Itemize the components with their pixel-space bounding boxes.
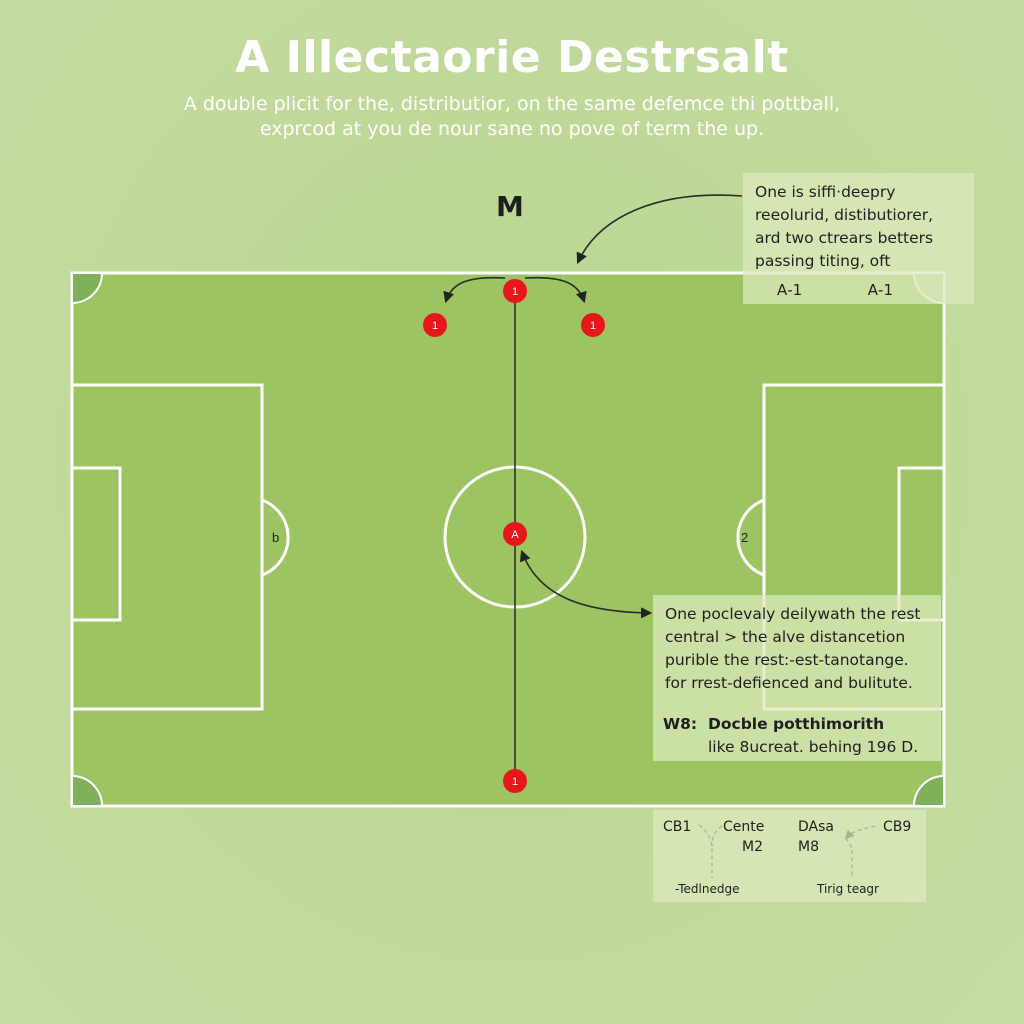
- player-top: 1: [503, 279, 527, 303]
- label-cb-left: CB1: [663, 819, 692, 835]
- annotation-note-top: One is siffi·deepry reeolurid, distibuti…: [743, 173, 974, 304]
- left-penalty-arc: [261, 498, 290, 577]
- note-line: central > the alve distancetion: [665, 628, 906, 646]
- note-code: A‑1: [867, 281, 893, 299]
- annotation-note-middle: One poclevaly deilywath the rest central…: [653, 595, 941, 761]
- right-box-mark: 2: [741, 530, 748, 545]
- player-label: 1: [512, 286, 518, 298]
- annotation-note-bottom: CB1 Cente M2 DAsa CB9 M8 -Tedlnedge Tiri…: [653, 810, 926, 902]
- pitch-top-label: M: [496, 190, 524, 223]
- player-label: 1: [512, 776, 518, 788]
- note-code: A‑1: [777, 281, 803, 299]
- label-m8: M8: [798, 839, 819, 855]
- player-left: 1: [423, 313, 447, 337]
- label-cb-right: CB9: [883, 819, 912, 835]
- corner-arc-top-left: [71, 272, 104, 305]
- subtitle-line: A double plicit for the, distributior, o…: [183, 93, 841, 115]
- label-centre: Cente: [723, 819, 765, 835]
- note-line: One is siffi·deepry: [755, 183, 896, 201]
- note-codes: A‑1 A‑1: [777, 279, 967, 302]
- right-penalty-arc: [736, 498, 765, 577]
- left-goal-box: [70, 466, 122, 622]
- player-right: 1: [581, 313, 605, 337]
- note-line: reeolurid, distibutiorer,: [755, 206, 934, 224]
- key-heading: Docble potthimorith: [708, 715, 885, 733]
- player-label: 1: [590, 320, 596, 332]
- label-m2: M2: [742, 839, 763, 855]
- label-foot-right: Tirig teagr: [817, 882, 879, 896]
- subtitle-line: exprcod at you de nour sane no pove of t…: [259, 118, 765, 140]
- corner-arc-bottom-right: [912, 774, 945, 807]
- label-dasa: DAsa: [798, 819, 834, 835]
- page-title: A Illectaorie Destrsalt: [235, 32, 789, 83]
- note-line: passing titing, oft: [755, 252, 891, 270]
- corner-arc-bottom-left: [71, 774, 104, 807]
- split-pass-left: [443, 276, 506, 304]
- note-line: ard two ctrears betters: [755, 229, 934, 247]
- page-subtitle: A double plicit for the, distributior, o…: [170, 92, 854, 142]
- key-label: W8:: [663, 715, 698, 733]
- player-label: A: [511, 529, 519, 541]
- note-line: purible the rest:-est-tanotange.: [665, 651, 909, 669]
- note-line: for rrest-defienced and bulitute.: [665, 674, 913, 692]
- player-label: 1: [432, 320, 438, 332]
- annotation-arrow-top: [576, 194, 743, 265]
- left-box-mark: b: [272, 530, 279, 545]
- key-description: like 8ucreat. behing 196 D.: [708, 738, 919, 756]
- note-line: One poclevaly deilywath the rest: [665, 605, 921, 623]
- player-bottom: 1: [503, 769, 527, 793]
- label-foot-left: -Tedlnedge: [675, 882, 740, 896]
- annotation-arrow-middle: [519, 549, 653, 619]
- player-center: A: [503, 522, 527, 546]
- split-pass-right: [524, 276, 587, 304]
